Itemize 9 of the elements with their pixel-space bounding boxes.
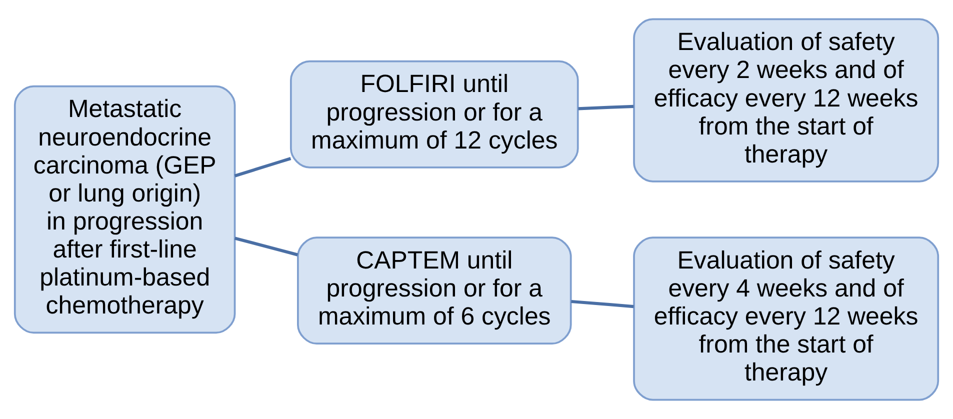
connector (234, 236, 298, 256)
node-box: Evaluation of safety every 2 weeks and of efficacy every 12 weeks from the start of therapy (633, 18, 940, 182)
connector (578, 104, 634, 110)
node-box: Evaluation of safety every 4 weeks and of efficacy every 12 weeks from the start of therapy (633, 236, 940, 401)
connector (234, 157, 292, 178)
node-box: CAPTEM until progression or for a maximum of 6 cycles (297, 236, 572, 345)
node-box: Metastatic neuroendocrine carcinoma (GEP or lung origin) in progression after first-line platinum-based chemotherapy (14, 85, 236, 334)
node-box: FOLFIRI until progression or for a maximum of 12 cycles (290, 60, 579, 168)
connector (571, 300, 634, 308)
